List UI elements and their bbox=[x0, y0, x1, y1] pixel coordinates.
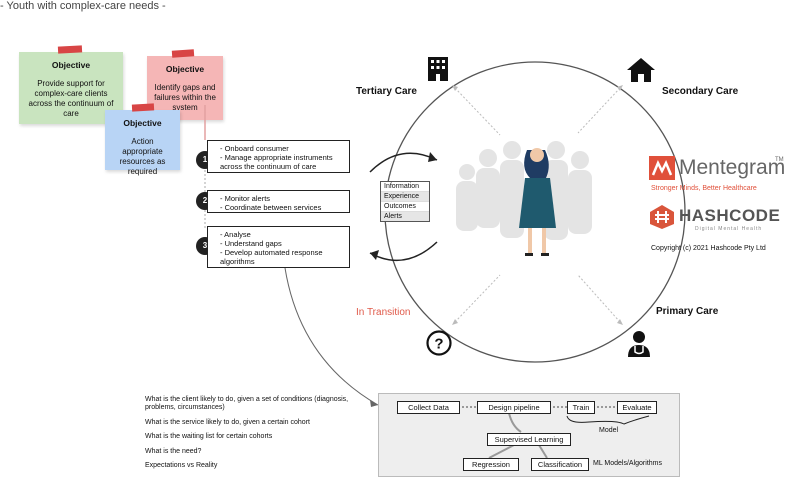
hashcode-name: HASHCODE bbox=[679, 206, 781, 225]
info-item: Alerts bbox=[381, 212, 429, 221]
step-item: Analyse bbox=[220, 230, 345, 239]
info-item: Outcomes bbox=[381, 202, 429, 212]
objective-note-gaps: Objective Identify gaps and failures wit… bbox=[147, 56, 223, 120]
primary-care-label: Primary Care bbox=[656, 306, 719, 317]
question-icon: ? bbox=[426, 330, 452, 356]
building-icon bbox=[428, 57, 448, 81]
objective-text: Identify gaps and failures within the sy… bbox=[154, 82, 216, 112]
mentegram-tm: TM bbox=[775, 157, 784, 163]
dashed-arrowhead bbox=[452, 319, 458, 325]
objective-text: Action appropriate resources as required bbox=[119, 136, 166, 176]
info-list: Information Experience Outcomes Alerts bbox=[380, 181, 430, 222]
step-item: Understand gaps bbox=[220, 239, 345, 248]
step-item: Manage appropriate instruments across th… bbox=[220, 153, 345, 171]
dashed-arrowhead bbox=[452, 85, 458, 91]
objective-heading: Objective bbox=[51, 60, 91, 70]
ml-pipeline-panel: Collect Data Design pipeline Train Evalu… bbox=[378, 393, 680, 477]
cycle-arrowhead bbox=[370, 250, 379, 260]
cycle-arrow-bottom bbox=[369, 241, 438, 261]
pipeline-curve-arrowhead bbox=[370, 400, 378, 407]
ml-models-label: ML Models/Algorithms bbox=[593, 460, 662, 467]
question-item: What is the need? bbox=[145, 447, 202, 455]
copyright-text: Copyright (c) 2021 Hashcode Pty Ltd bbox=[651, 245, 766, 252]
ml-step-design-pipeline: Design pipeline bbox=[477, 401, 551, 414]
step-item: Coordinate between services bbox=[220, 203, 345, 212]
step-box-1: Onboard consumer Manage appropriate inst… bbox=[207, 140, 350, 173]
page-title: - Youth with complex-care needs - bbox=[0, 0, 166, 12]
mentegram-name: Mentegram bbox=[679, 156, 786, 179]
hashcode-tagline: Digital Mental Health bbox=[695, 226, 763, 232]
dashed-arrowhead bbox=[617, 85, 623, 91]
hashcode-mark-icon bbox=[650, 205, 674, 229]
tertiary-care-label: Tertiary Care bbox=[356, 86, 417, 97]
cycle-arrow-top bbox=[369, 152, 438, 173]
dashed-link-primary bbox=[577, 274, 621, 323]
question-item: What is the waiting list for certain coh… bbox=[145, 433, 273, 441]
cycle-arrowhead bbox=[428, 152, 437, 162]
dashed-link-transition bbox=[454, 274, 501, 323]
ml-pipeline-connectors bbox=[458, 406, 650, 459]
objective-heading: Objective bbox=[165, 64, 205, 74]
ml-supervised-learning: Supervised Learning bbox=[487, 433, 571, 446]
ml-regression: Regression bbox=[463, 458, 519, 471]
mentegram-tagline: Stronger Minds, Better Healthcare bbox=[651, 185, 757, 192]
youth-figure bbox=[519, 148, 556, 256]
info-item: Experience bbox=[381, 192, 429, 202]
step-item: Onboard consumer bbox=[220, 144, 345, 153]
pipeline-curve bbox=[284, 267, 379, 406]
step-item: Develop automated response algorithms bbox=[220, 248, 345, 266]
question-item: Expectations vs Reality bbox=[145, 461, 218, 469]
question-item: What is the client likely to do, given a… bbox=[145, 396, 349, 412]
step-box-3: Analyse Understand gaps Develop automate… bbox=[207, 226, 350, 268]
dashed-arrowhead bbox=[617, 319, 623, 325]
mentegram-mark-icon bbox=[649, 156, 675, 180]
dashed-link-tertiary bbox=[454, 87, 501, 136]
ml-step-train: Train bbox=[567, 401, 595, 414]
secondary-care-label: Secondary Care bbox=[662, 86, 739, 97]
model-label: Model bbox=[599, 427, 619, 434]
question-item: What is the service likely to do, given … bbox=[145, 418, 310, 426]
ml-step-collect-data: Collect Data bbox=[397, 401, 460, 414]
objective-note-action: Objective Action appropriate resources a… bbox=[105, 110, 180, 176]
step-item: Monitor alerts bbox=[220, 194, 345, 203]
ml-step-evaluate: Evaluate bbox=[617, 401, 657, 414]
objective-text: Provide support for complex-care clients… bbox=[28, 78, 114, 118]
svg-text:?: ? bbox=[434, 336, 443, 353]
ml-classification: Classification bbox=[531, 458, 589, 471]
step-box-2: Monitor alerts Coordinate between servic… bbox=[207, 190, 350, 213]
doctor-icon bbox=[628, 331, 650, 357]
house-icon bbox=[627, 58, 655, 82]
info-item: Information bbox=[381, 182, 429, 192]
questions-list: What is the client likely to do, given a… bbox=[145, 396, 365, 476]
dashed-link-secondary bbox=[577, 87, 621, 134]
objective-heading: Objective bbox=[123, 118, 162, 128]
in-transition-label: In Transition bbox=[356, 307, 411, 318]
